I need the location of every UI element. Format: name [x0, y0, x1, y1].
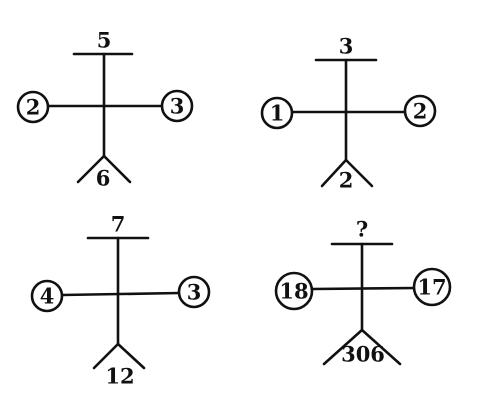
figure-4-left-leg [322, 328, 364, 366]
figure-1-top-number: 5 [97, 28, 112, 53]
figure-1: 5 2 3 6 [16, 28, 194, 191]
figure-2: 3 1 2 2 [260, 34, 437, 193]
figure-3-left-number: 4 [40, 284, 55, 309]
figure-1-left-number: 2 [26, 95, 41, 120]
figure-3-right-circle [177, 275, 211, 309]
figure-2-right-number: 2 [413, 99, 428, 124]
figure-4-left-number: 18 [279, 279, 308, 304]
figure-4: ? 18 17 306 [274, 217, 452, 367]
figure-2-left-leg [320, 158, 348, 188]
figure-4-arm [310, 286, 418, 291]
figure-3-top-number: 7 [111, 212, 126, 237]
figure-3-right-leg [116, 342, 146, 370]
figure-1-left-leg [76, 154, 106, 184]
figure-2-bottom-number: 2 [339, 168, 354, 193]
figure-3-left-leg [92, 342, 120, 370]
figure-1-bottom-number: 6 [96, 166, 111, 191]
figure-3-arm [60, 291, 182, 297]
figure-4-top-number: ? [356, 217, 368, 242]
figure-4-bottom-number: 306 [341, 342, 385, 367]
figure-2-left-number: 1 [270, 101, 285, 126]
figure-2-top-number: 3 [339, 34, 354, 59]
figure-3-bottom-number: 12 [105, 364, 134, 389]
figure-1-right-circle [160, 89, 194, 123]
figure-1-right-number: 3 [170, 94, 185, 119]
figure-3-right-number: 3 [187, 280, 202, 305]
figure-4-left-circle [274, 271, 314, 311]
figure-4-right-leg [360, 328, 402, 366]
figure-1-left-circle [16, 90, 50, 124]
figure-2-right-circle [403, 94, 437, 128]
figure-2-right-leg [344, 158, 374, 188]
figure-4-right-circle [412, 267, 452, 307]
figure-1-right-leg [102, 154, 132, 184]
figure-3: 7 4 3 12 [30, 212, 211, 389]
figure-4-right-number: 17 [417, 275, 446, 300]
figure-3-left-circle [30, 279, 64, 313]
figure-2-left-circle [260, 96, 294, 130]
